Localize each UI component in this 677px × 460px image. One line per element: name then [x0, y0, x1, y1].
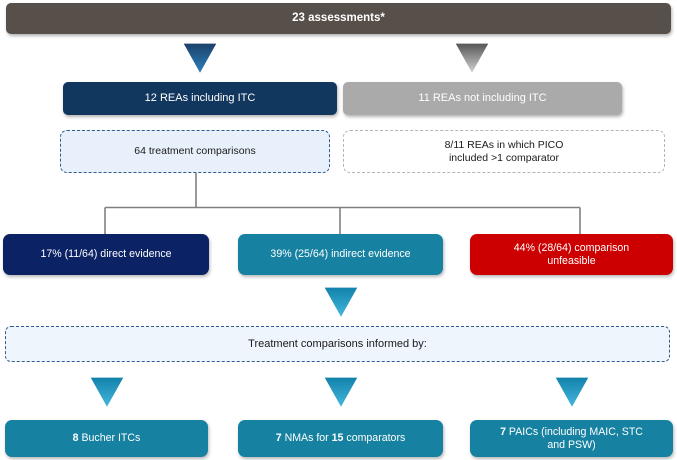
paic-count: 7 — [500, 426, 506, 438]
pico-note-line-1: 8/11 REAs in which PICO — [444, 139, 564, 152]
informed-by-box: Treatment comparisons informed by: — [5, 326, 670, 362]
direct-evidence-box: 17% (11/64) direct evidence — [3, 234, 209, 275]
pico-note-line-2: included >1 comparator — [448, 151, 559, 164]
bucher-itcs-box: 8 Bucher ITCs — [5, 420, 208, 457]
nma-count: 7 — [275, 432, 282, 445]
treatment-comparisons-box: 64 treatment comparisons — [60, 130, 330, 173]
comparison-unfeasible-box: 44% (28/64) comparison unfeasible — [470, 234, 673, 275]
bucher-label: Bucher ITCs — [78, 432, 141, 445]
down-arrow-teal-indirect — [317, 282, 365, 324]
paics-box: 7 PAICs (including MAIC, STC and PSW) — [470, 420, 673, 457]
down-arrow-teal-nma — [317, 372, 365, 414]
nma-label-mid: NMAs for — [281, 432, 332, 445]
header-assessments-bar: 23 assessments* — [6, 3, 671, 34]
unfeasible-line-1: 44% (28/64) comparison — [513, 242, 630, 254]
reas-including-itc-box: 12 REAs including ITC — [63, 82, 337, 115]
paic-label-line-1: PAICs (including MAIC, STC — [505, 426, 643, 438]
indirect-evidence-box: 39% (25/64) indirect evidence — [238, 234, 443, 275]
reas-not-including-itc-box: 11 REAs not including ITC — [343, 82, 622, 115]
unfeasible-line-2: unfeasible — [547, 254, 596, 267]
nma-label-rest: comparators — [343, 432, 406, 445]
bucher-count: 8 — [72, 432, 79, 445]
nma-comparator-count: 15 — [331, 432, 344, 445]
down-arrow-blue-itc — [176, 38, 224, 80]
paic-label-line-2: and PSW) — [547, 438, 596, 451]
down-arrow-gray-no-itc — [448, 38, 496, 80]
down-arrow-teal-bucher — [83, 372, 131, 414]
down-arrow-teal-paic — [548, 372, 596, 414]
nmas-box: 7 NMAs for 15 comparators — [238, 420, 443, 457]
pico-comparator-note-box: 8/11 REAs in which PICO included >1 comp… — [343, 130, 665, 173]
